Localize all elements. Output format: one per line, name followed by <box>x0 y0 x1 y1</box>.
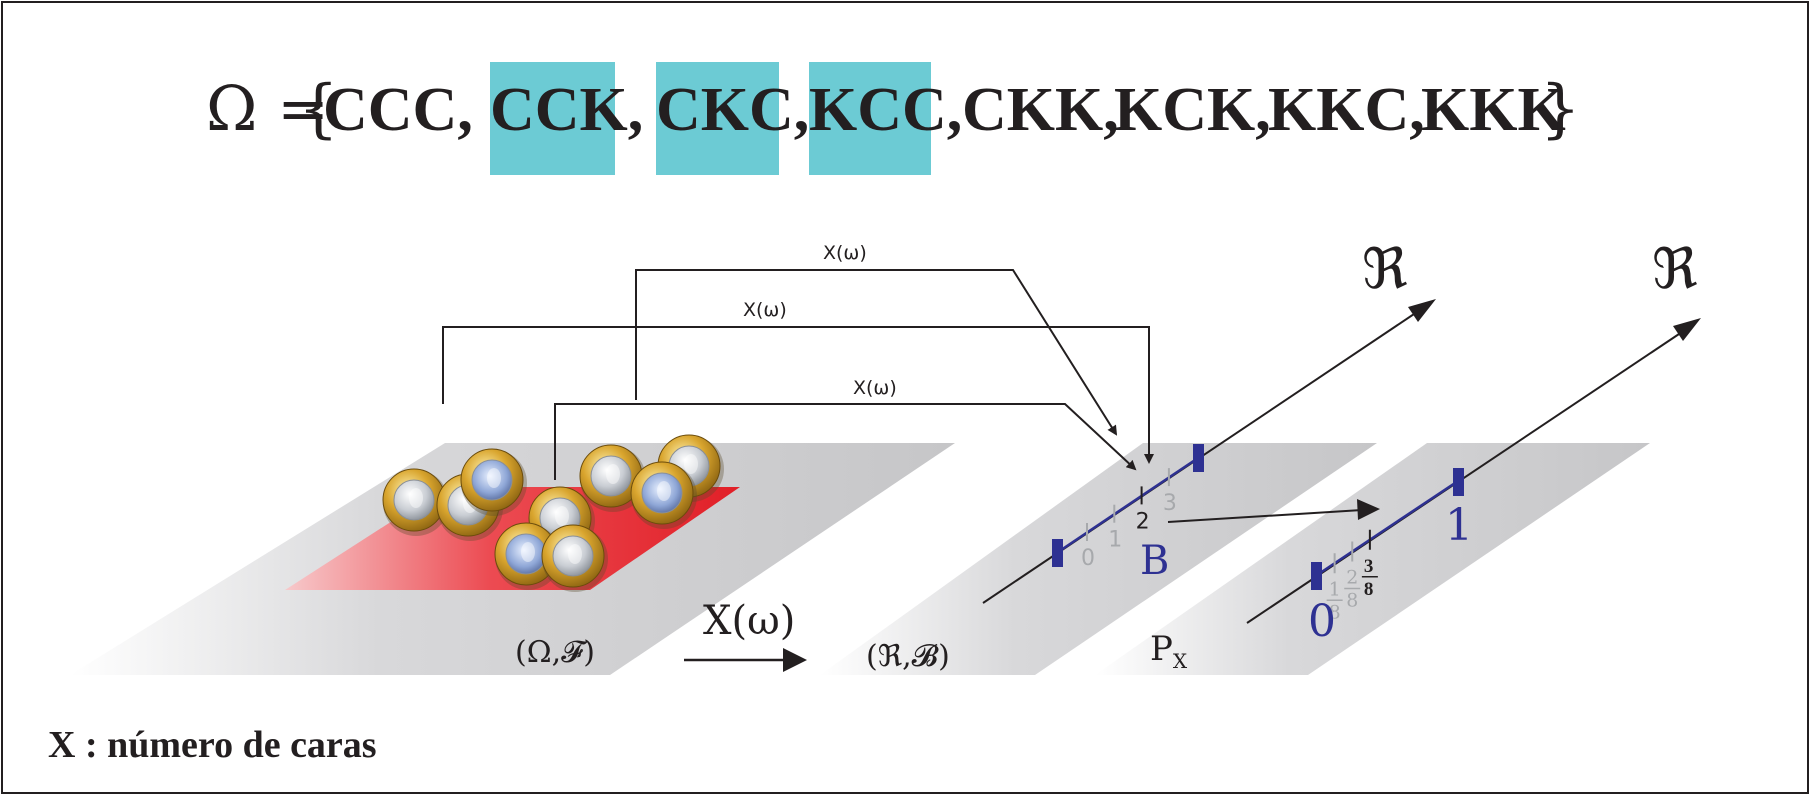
outcome-kkc: KKC, <box>1268 76 1425 144</box>
fraction-2-8: 28 <box>1344 567 1361 612</box>
fraction-3-8: 38 <box>1361 556 1378 600</box>
coin-relief <box>684 454 698 474</box>
prob-real-symbol: ℜ <box>1652 237 1698 302</box>
outcome-ckc: CKC, <box>656 76 809 144</box>
real-tick-label-3: 3 <box>1163 491 1177 516</box>
real-plane-label: (ℜ,𝓑) <box>866 639 950 674</box>
omega-equals: Ω = <box>206 72 329 145</box>
highlight-box-kcc <box>809 62 931 175</box>
prob-axis-arrowhead <box>1673 318 1701 341</box>
coin <box>541 524 608 592</box>
coin <box>630 461 697 529</box>
coin-relief <box>521 542 535 562</box>
coin-face <box>641 472 683 514</box>
prob-one-label: 1 <box>1445 500 1473 551</box>
coin-face <box>393 479 435 521</box>
sample-space-set: Ω = { CCC,CCK,CKC,KCC,CKK,KCK,KKC,KKK } <box>206 62 1581 175</box>
outcome-kkk: KKK <box>1421 76 1566 144</box>
coin-relief <box>568 544 582 564</box>
fraction-denominator: 8 <box>1346 590 1358 612</box>
prob-unit-segment <box>1316 479 1459 577</box>
probability-map-arrowhead <box>1357 499 1380 520</box>
real-tick-label-1: 1 <box>1108 528 1122 553</box>
prob-zero-bracket <box>1311 562 1322 590</box>
real-tick-label-0: 0 <box>1081 546 1095 571</box>
mapping-arrow-top <box>635 269 1118 436</box>
coin <box>460 448 527 516</box>
prob-one-bracket <box>1453 468 1464 496</box>
mapping-label-top: X(ω) <box>823 242 867 264</box>
coin-relief <box>409 488 423 508</box>
fraction-numerator: 3 <box>1364 556 1374 577</box>
outcome-list: CCC,CCK,CKC,KCC,CKK,KCK,KKC,KKK <box>323 76 1566 144</box>
probability-map-arrow <box>1167 509 1363 523</box>
highlight-box-cck <box>490 62 615 175</box>
prob-plane-label: PX <box>1150 629 1188 673</box>
coin-face <box>552 535 594 577</box>
outcome-kck: KCK, <box>1114 76 1271 144</box>
fraction-numerator: 2 <box>1346 567 1358 589</box>
main-arrow-head <box>783 648 807 672</box>
real-axis-arrowhead <box>1408 299 1436 322</box>
fraction-numerator: 1 <box>1329 578 1341 600</box>
highlight-box-ckc <box>656 62 779 175</box>
main-arrow-label: X(ω) <box>703 598 795 644</box>
prob-zero-label: 0 <box>1308 596 1336 647</box>
fraction-denominator: 8 <box>1329 601 1341 623</box>
mapping-arrows <box>442 269 1154 480</box>
sample-plane-label: (Ω,𝓕) <box>515 635 595 670</box>
mapping-arrow-inner <box>554 403 1137 480</box>
probability-plane <box>1095 443 1650 675</box>
outcome-ckk: CKK, <box>962 76 1119 144</box>
real-tick-label-2: 2 <box>1136 509 1150 534</box>
coin <box>382 468 449 536</box>
real-axis-symbol: ℜ <box>1362 237 1408 302</box>
footer-definition: X : número de caras <box>48 724 377 766</box>
coin <box>494 522 561 590</box>
set-b-label: B <box>1140 538 1169 584</box>
open-brace: { <box>298 72 339 146</box>
outcome-kcc: KCC, <box>809 76 962 144</box>
coin-relief <box>555 506 569 526</box>
mapping-label-inner: X(ω) <box>853 377 897 399</box>
coin <box>579 444 646 512</box>
outcome-cck: CCK, <box>490 76 643 144</box>
outcome-ccc: CCC, <box>323 76 473 144</box>
fraction-denominator: 8 <box>1364 579 1374 600</box>
coin-face <box>471 459 513 501</box>
mapping-arrow-outer <box>442 326 1154 464</box>
set-b-left-bracket <box>1052 539 1063 567</box>
mapping-label-outer: X(ω) <box>743 299 787 321</box>
set-b-right-bracket <box>1193 444 1204 472</box>
coin-relief <box>657 481 671 501</box>
fraction-1-8: 18 <box>1326 578 1343 623</box>
coin-relief <box>606 464 620 484</box>
set-b-segment <box>1057 456 1199 554</box>
close-brace: } <box>1540 72 1581 146</box>
real-line-plane <box>820 443 1377 675</box>
coin-face <box>590 455 632 497</box>
coin-relief <box>487 468 501 488</box>
coins-group <box>382 434 724 592</box>
